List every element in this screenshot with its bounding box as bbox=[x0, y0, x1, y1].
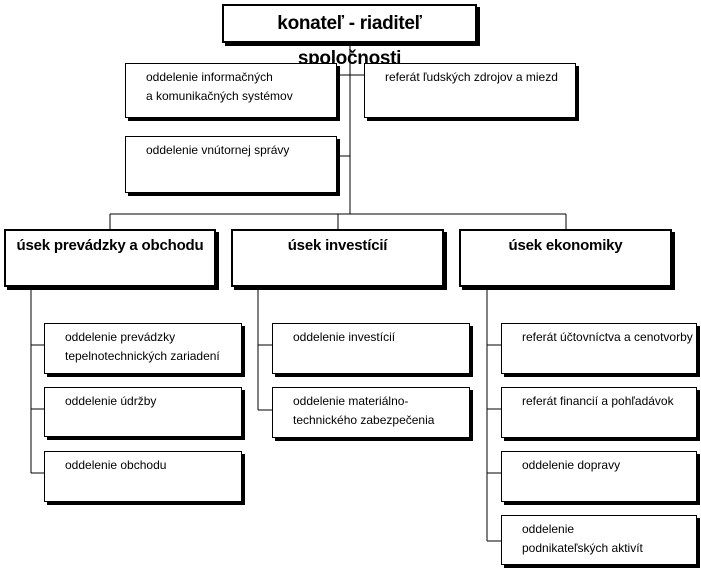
section-label: úsek investícií bbox=[287, 237, 388, 254]
node-root: konateľ - riaditeľ spoločnosti bbox=[222, 4, 477, 69]
node-unit: oddelenie údržby bbox=[44, 387, 242, 437]
node-unit: oddelenie dopravy bbox=[501, 451, 697, 502]
node-label: oddelenie údržby bbox=[65, 394, 157, 408]
node-section-investicie: úsek investícií bbox=[231, 229, 444, 287]
node-label: oddelenie dopravy bbox=[522, 458, 621, 472]
node-staff-ludske-zdroje: referát ľudských zdrojov a miezd bbox=[364, 63, 576, 118]
node-label: referát účtovníctva a cenotvorby bbox=[522, 330, 693, 344]
node-unit: oddelenie prevádzky tepelnotechnických z… bbox=[44, 323, 242, 374]
node-staff-vnutorna-sprava: oddelenie vnútornej správy bbox=[125, 136, 337, 193]
node-label: oddelenie obchodu bbox=[65, 458, 167, 472]
node-staff-informacne: oddelenie informačných a komunikačných s… bbox=[125, 63, 337, 118]
node-label: oddelenie podnikateľských aktivít bbox=[522, 522, 643, 555]
node-label: oddelenie materiálno- technického zabezp… bbox=[293, 394, 435, 427]
node-unit: referát financií a pohľadávok bbox=[501, 387, 697, 438]
node-unit: oddelenie materiálno- technického zabezp… bbox=[272, 387, 470, 438]
node-label: oddelenie investícií bbox=[293, 330, 396, 344]
node-label: oddelenie informačných a komunikačných s… bbox=[146, 70, 293, 103]
node-unit: referát účtovníctva a cenotvorby bbox=[501, 323, 697, 374]
node-label: oddelenie vnútornej správy bbox=[146, 143, 290, 157]
node-unit: oddelenie obchodu bbox=[44, 451, 242, 502]
node-section-ekonomika: úsek ekonomiky bbox=[459, 229, 672, 287]
node-label: referát financií a pohľadávok bbox=[522, 394, 674, 408]
node-label: oddelenie prevádzky tepelnotechnických z… bbox=[65, 330, 220, 363]
section-label: úsek ekonomiky bbox=[508, 237, 623, 254]
node-label: referát ľudských zdrojov a miezd bbox=[385, 70, 558, 84]
node-section-prevadzka: úsek prevádzky a obchodu bbox=[4, 229, 216, 287]
node-unit: oddelenie podnikateľských aktivít bbox=[501, 515, 697, 565]
node-unit: oddelenie investícií bbox=[272, 323, 470, 374]
section-label: úsek prevádzky a obchodu bbox=[16, 237, 204, 254]
